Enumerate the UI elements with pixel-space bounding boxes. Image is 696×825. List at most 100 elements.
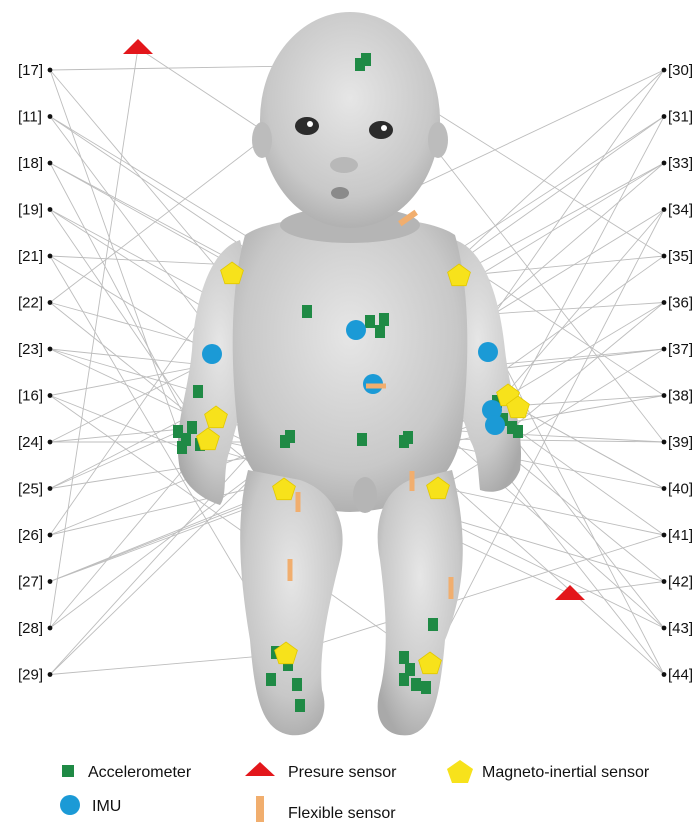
- infant-doll-image: [178, 12, 521, 735]
- connection-line: [50, 70, 178, 432]
- flexible-sensor-marker: [288, 559, 293, 581]
- flexible-sensor-marker: [296, 492, 301, 512]
- right-ref-label: [38]: [668, 388, 693, 405]
- left-ref-dot: [48, 672, 53, 677]
- flexible-sensor-marker: [449, 577, 454, 599]
- left-ref-label: [23]: [18, 341, 43, 358]
- legend-magneto: Magneto-inertial sensor: [482, 764, 650, 781]
- left-ref-label: [26]: [18, 527, 43, 544]
- left-ref-dot: [48, 68, 53, 73]
- accelerometer-marker: [177, 441, 187, 454]
- accelerometer-marker: [421, 681, 431, 694]
- connection-line: [508, 303, 664, 397]
- accelerometer-marker: [280, 435, 290, 448]
- right-ref-label: [35]: [668, 248, 693, 265]
- right-reference-list: [30][31][33][34][35][36][37][38][39][40]…: [662, 62, 693, 684]
- imu-marker: [478, 342, 498, 362]
- right-ref-dot: [662, 579, 667, 584]
- left-ref-label: [27]: [18, 574, 43, 591]
- left-ref-dot: [48, 486, 53, 491]
- accelerometer-marker: [357, 433, 367, 446]
- left-ref-label: [22]: [18, 295, 43, 312]
- right-ref-dot: [662, 626, 667, 631]
- right-ref-label: [43]: [668, 620, 693, 637]
- left-ref-dot: [48, 161, 53, 166]
- right-ref-dot: [662, 672, 667, 677]
- pressure-legend-icon: [245, 762, 275, 776]
- right-ref-label: [44]: [668, 667, 693, 684]
- left-reference-list: [17][11][18][19][21][22][23][16][24][25]…: [18, 62, 52, 684]
- left-ref-dot: [48, 254, 53, 259]
- left-ref-dot: [48, 533, 53, 538]
- accelerometer-legend-icon: [62, 765, 74, 777]
- left-ref-dot: [48, 300, 53, 305]
- left-ref-label: [16]: [18, 388, 43, 405]
- accelerometer-marker: [292, 678, 302, 691]
- connection-line: [286, 535, 664, 654]
- connection-line: [50, 48, 138, 628]
- flexible-sensor-marker: [410, 471, 415, 491]
- right-ref-dot: [662, 440, 667, 445]
- right-ref-dot: [662, 347, 667, 352]
- imu-marker: [202, 344, 222, 364]
- legend-flexible: Flexible sensor: [288, 805, 396, 822]
- left-ref-dot: [48, 114, 53, 119]
- flexible-legend-icon: [256, 796, 264, 822]
- legend-pressure: Presure sensor: [288, 764, 397, 781]
- left-ref-dot: [48, 440, 53, 445]
- right-ref-dot: [662, 68, 667, 73]
- accelerometer-marker: [302, 305, 312, 318]
- left-ref-label: [21]: [18, 248, 43, 265]
- accelerometer-marker: [399, 435, 409, 448]
- left-ref-label: [18]: [18, 155, 43, 172]
- right-ref-dot: [662, 254, 667, 259]
- right-ref-dot: [662, 486, 667, 491]
- connection-line: [50, 349, 198, 392]
- right-ref-label: [33]: [668, 155, 693, 172]
- magneto-legend-icon: [447, 760, 473, 783]
- accelerometer-marker: [428, 618, 438, 631]
- accelerometer-marker: [379, 313, 389, 326]
- right-ref-label: [42]: [668, 574, 693, 591]
- right-ref-label: [34]: [668, 202, 693, 219]
- left-ref-label: [11]: [18, 109, 42, 126]
- accelerometer-marker: [513, 425, 523, 438]
- legend-accelerometer: Accelerometer: [88, 764, 192, 781]
- accelerometer-marker: [365, 315, 375, 328]
- left-ref-label: [17]: [18, 62, 43, 79]
- accelerometer-marker: [187, 421, 197, 434]
- left-ref-label: [19]: [18, 202, 43, 219]
- right-ref-label: [39]: [668, 434, 693, 451]
- right-ref-dot: [662, 114, 667, 119]
- left-ref-dot: [48, 347, 53, 352]
- legend: Accelerometer Presure sensor Magneto-ine…: [60, 760, 650, 822]
- connection-line: [503, 117, 664, 421]
- right-ref-label: [36]: [668, 295, 693, 312]
- accelerometer-marker: [399, 651, 409, 664]
- imu-marker: [485, 415, 505, 435]
- right-ref-dot: [662, 300, 667, 305]
- left-ref-dot: [48, 207, 53, 212]
- legend-imu: IMU: [92, 798, 121, 815]
- right-ref-dot: [662, 161, 667, 166]
- left-ref-label: [28]: [18, 620, 43, 637]
- right-ref-dot: [662, 393, 667, 398]
- imu-marker: [346, 320, 366, 340]
- pressure-sensor-marker: [123, 39, 153, 54]
- accelerometer-marker: [361, 53, 371, 66]
- connection-line: [50, 256, 212, 354]
- right-ref-dot: [662, 533, 667, 538]
- right-ref-dot: [662, 207, 667, 212]
- right-ref-label: [41]: [668, 527, 693, 544]
- right-ref-label: [31]: [668, 109, 693, 126]
- accelerometer-marker: [399, 673, 409, 686]
- right-ref-label: [37]: [668, 341, 693, 358]
- flexible-sensor-marker: [366, 384, 386, 389]
- left-ref-dot: [48, 626, 53, 631]
- imu-legend-icon: [60, 795, 80, 815]
- right-ref-label: [30]: [668, 62, 693, 79]
- accelerometer-marker: [193, 385, 203, 398]
- left-ref-dot: [48, 393, 53, 398]
- left-ref-label: [29]: [18, 667, 43, 684]
